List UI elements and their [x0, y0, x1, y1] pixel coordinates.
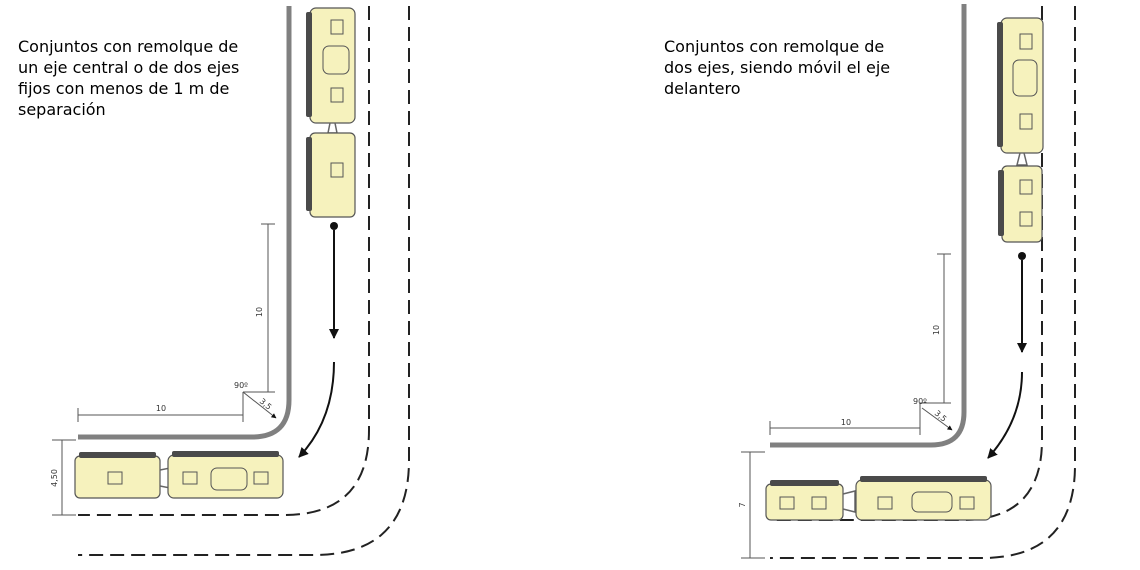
left-angle-label: 90º	[234, 381, 248, 390]
left-truck-vertical	[306, 7, 356, 218]
right-caption: Conjuntos con remolque de dos ejes, sien…	[664, 36, 924, 99]
right-dim-diag	[921, 407, 953, 431]
left-caption-line: fijos con menos de 1 m de	[18, 79, 230, 98]
left-lane-line	[78, 6, 370, 516]
right-curb	[770, 4, 967, 448]
right-truck-horizontal	[765, 476, 992, 521]
right-dim-width: 7	[738, 451, 765, 559]
left-diagram: 10 10 90º 3,5 4,50	[50, 6, 410, 556]
left-dim-horizontal: 10	[77, 392, 244, 422]
right-caption-line: dos ejes, siendo móvil el eje	[664, 58, 891, 77]
left-truck-horizontal	[74, 451, 284, 499]
right-dim-diag-label: 3,5	[933, 409, 949, 424]
left-dim-vertical: 10	[243, 223, 275, 393]
right-dim-horizontal-label: 10	[841, 418, 851, 427]
right-path-arrow-curve	[987, 371, 1023, 459]
right-dim-width-label: 7	[738, 502, 747, 507]
left-path-arrow-curve	[298, 361, 335, 458]
left-dim-diag	[242, 391, 277, 419]
right-outer-edge	[770, 6, 1076, 559]
right-caption-line: Conjuntos con remolque de	[664, 37, 885, 56]
left-dim-width: 4,50	[50, 439, 76, 516]
left-dim-horizontal-label: 10	[156, 404, 166, 413]
right-dim-vertical: 10	[920, 253, 951, 404]
right-dim-horizontal: 10	[769, 403, 921, 435]
left-caption-line: Conjuntos con remolque de	[18, 37, 239, 56]
right-caption-line: delantero	[664, 79, 741, 98]
right-truck-vertical	[997, 17, 1044, 243]
left-outer-edge	[78, 6, 410, 556]
left-caption-line: un eje central o de dos ejes	[18, 58, 240, 77]
left-path-start-dot	[330, 222, 338, 230]
right-angle-label: 90º	[913, 397, 927, 406]
right-dim-vertical-label: 10	[932, 325, 941, 335]
left-dim-diag-label: 3,5	[258, 397, 274, 412]
left-dim-width-label: 4,50	[50, 469, 59, 487]
left-dim-vertical-label: 10	[255, 307, 264, 317]
right-diagram: 10 10 90º 3,5 7	[738, 4, 1076, 559]
right-path-start-dot	[1018, 252, 1026, 260]
left-caption: Conjuntos con remolque de un eje central…	[18, 36, 283, 120]
left-caption-line: separación	[18, 100, 106, 119]
left-curb	[78, 6, 292, 440]
